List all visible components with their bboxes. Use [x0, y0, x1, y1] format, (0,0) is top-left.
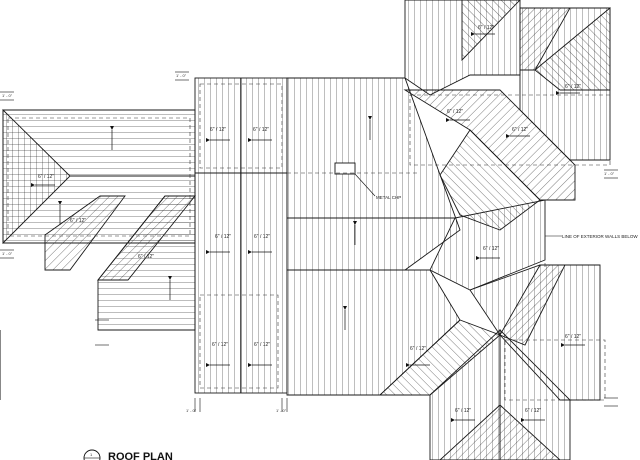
detail-number: 1 — [90, 452, 93, 457]
pitch-label: 6" / 12" — [254, 234, 270, 240]
center-upper-block — [194, 77, 288, 174]
pitch-label: 6" / 12" — [212, 342, 228, 348]
pitch-label: 6" / 12" — [483, 246, 499, 252]
left-hip-wing — [2, 108, 196, 331]
upper-right-wing — [403, 0, 611, 231]
metal-chip-box — [334, 162, 356, 175]
pitch-label: 6" / 12" — [410, 346, 426, 352]
pitch-label: 6" / 12" — [525, 408, 541, 414]
dimension-label: 1' - 0" — [2, 93, 13, 98]
pitch-labels: 6" / 12" 6" / 12" 6" / 12" 6" / 12" 6" /… — [38, 25, 581, 414]
pitch-label: 6" / 12" — [565, 84, 581, 90]
drawing-title-block: 1 ROOF PLAN — [83, 449, 173, 460]
pitch-label: 6" / 12" — [447, 109, 463, 115]
pitch-label: 6" / 12" — [253, 127, 269, 133]
pitch-label: 6" / 12" — [512, 127, 528, 133]
pitch-label: 6" / 12" — [210, 127, 226, 133]
pitch-label: 6" / 12" — [565, 334, 581, 340]
dimension-label: 1' - 0" — [186, 408, 197, 413]
pitch-label: 6" / 12" — [70, 218, 86, 224]
pitch-label: 6" / 12" — [254, 342, 270, 348]
pitch-label: 6" / 12" — [478, 25, 494, 31]
dimension-marks — [0, 71, 618, 412]
pitch-label: 6" / 12" — [138, 254, 154, 260]
pitch-label: 6" / 12" — [455, 408, 471, 414]
dimension-label: 1' - 0" — [176, 73, 187, 78]
drawing-title: ROOF PLAN — [108, 451, 173, 460]
center-main-roof — [194, 77, 461, 396]
dimension-label: 1' - 0" — [2, 251, 13, 256]
dimension-label: 1' - 0" — [604, 171, 615, 176]
exterior-walls-note: LINE OF EXTERIOR WALLS BELOW — [562, 234, 638, 239]
callout-notes: METAL CHP LINE OF EXTERIOR WALLS BELOW — [376, 195, 638, 239]
dimension-labels: 1' - 0" 1' - 0" 1' - 0" 1' - 0" 1' - 0" … — [2, 73, 615, 413]
metal-chip-note: METAL CHP — [376, 195, 401, 200]
right-middle-roof — [429, 199, 546, 291]
pitch-label: 6" / 12" — [38, 174, 54, 180]
pitch-label: 6" / 12" — [215, 234, 231, 240]
lower-right-wing — [378, 264, 606, 460]
slope-arrows — [30, 31, 585, 423]
dimension-label: 1' - 0" — [276, 408, 287, 413]
